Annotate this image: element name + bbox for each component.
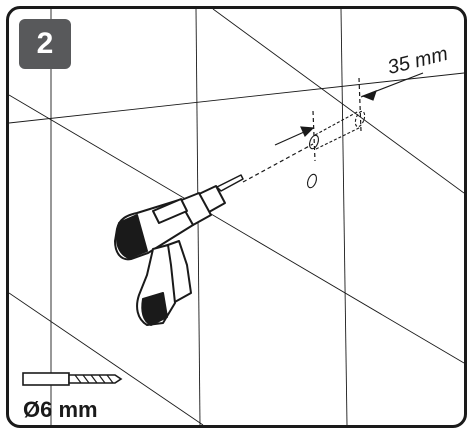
bore-hole bbox=[306, 110, 366, 189]
drill-bit-size-label: Ø6 mm bbox=[23, 397, 98, 422]
depth-dimension bbox=[274, 72, 424, 162]
instruction-panel: 2 35 mm Ø6 mm bbox=[6, 6, 467, 428]
step-number-badge: 2 bbox=[19, 19, 71, 69]
drill-path bbox=[242, 143, 314, 183]
wall-tile-grid bbox=[9, 9, 464, 425]
drilling-illustration bbox=[9, 9, 464, 425]
drill-icon bbox=[114, 174, 244, 326]
drill-bit-icon bbox=[22, 372, 123, 386]
